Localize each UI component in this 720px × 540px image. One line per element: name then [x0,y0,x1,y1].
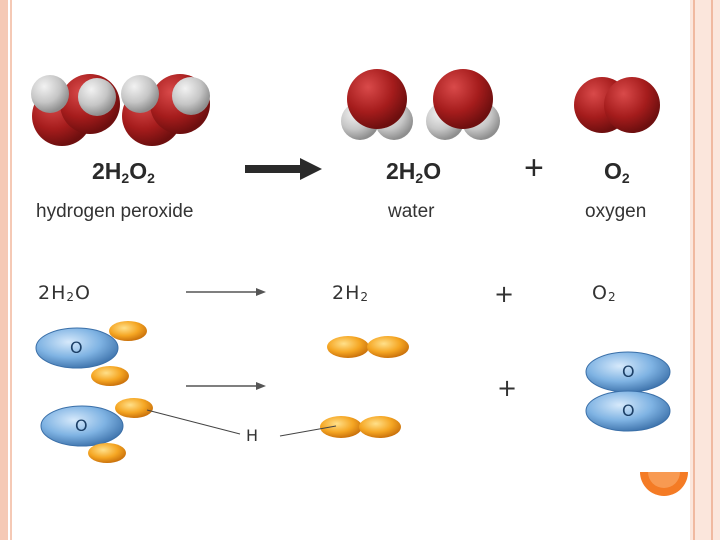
hydrogen-molecule-2 [320,416,401,438]
oxygen-atom-label-1: O [70,338,83,357]
right-frame-line-outer [711,0,713,540]
hydrogen-peroxide-molecule-1 [31,74,120,146]
water-molecule-2 [426,69,500,140]
oxygen-atom-label-3: O [622,362,635,381]
hydrogen-atom-label: H [246,426,259,445]
reaction-arrow-bottom-2 [186,382,266,390]
product2-formula: O2 [604,158,630,186]
water-molecule-1 [341,69,413,140]
reaction-arrow-bottom-1 [186,288,266,296]
product1-formula: 2H2O [386,158,442,186]
slide-accent-tab-inner [648,472,680,488]
oxygen-model [585,351,671,432]
bottom-reactant-formula: 2H2O [38,282,91,304]
right-frame-bar [690,0,720,540]
oxygen-molecule [574,77,660,133]
right-frame-line [693,0,695,540]
product1-name: water [388,201,435,222]
left-frame-line [10,0,12,540]
hydrogen-molecule-1 [327,336,409,358]
left-frame-bar [0,0,8,540]
oxygen-atom-label-2: O [75,416,88,435]
plus-sign-top: + [524,149,544,187]
bottom-product1-formula: 2H2 [332,282,370,304]
water-model-2 [40,398,153,463]
bottom-plus-sign: + [494,280,516,308]
h-label-leaders [146,409,337,437]
oxygen-atom-label-4: O [622,401,635,420]
bottom-plus-sign-2: + [497,374,519,402]
product2-name: oxygen [585,201,647,222]
hydrogen-peroxide-molecule-2 [121,74,210,146]
reactant-name: hydrogen peroxide [36,201,194,222]
reactant-formula: 2H2O2 [92,158,155,186]
water-model-1 [35,321,147,386]
reaction-arrow-top [245,158,322,180]
bottom-product2-formula: O2 [592,282,617,304]
